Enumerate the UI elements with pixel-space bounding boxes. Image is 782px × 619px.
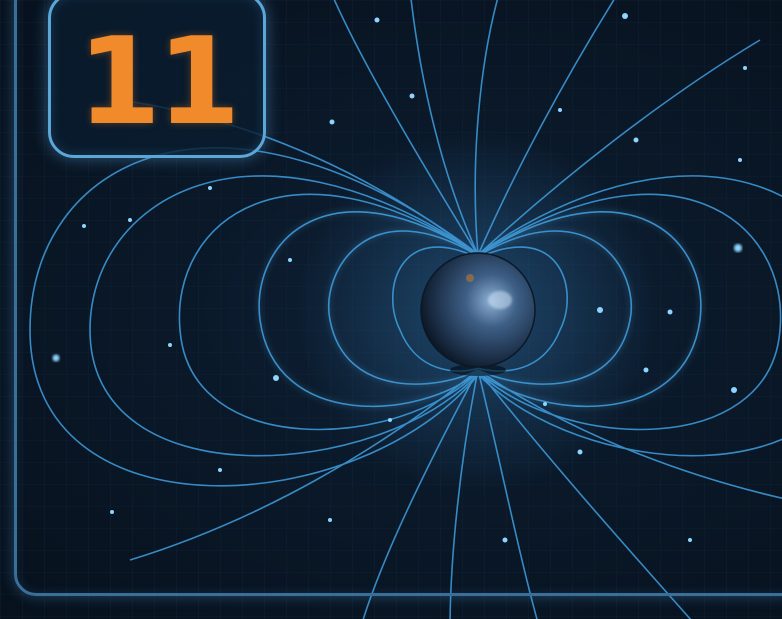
magnet-sphere — [420, 252, 536, 376]
level-badge: 11 — [48, 0, 266, 158]
field-line-glow — [257, 210, 703, 409]
sparkle-particles — [52, 13, 747, 543]
level-number: 11 — [77, 13, 241, 152]
playfield-frame — [14, 0, 782, 596]
field-lines — [29, 0, 782, 619]
